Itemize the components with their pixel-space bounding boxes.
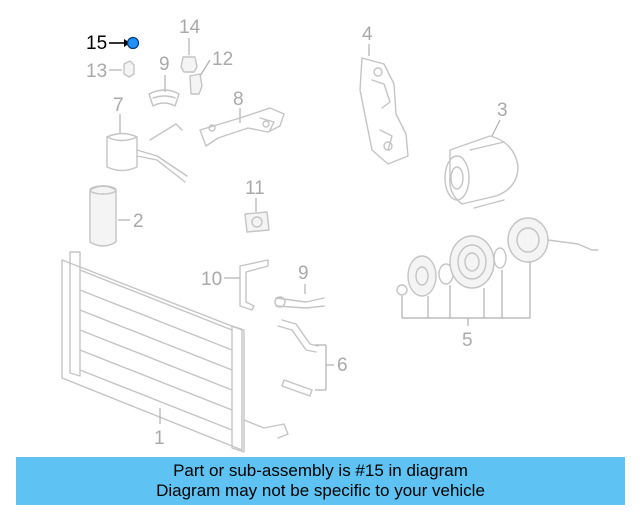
part-8-group: 8 (199, 89, 285, 147)
callout-14: 14 (179, 17, 201, 38)
part-7-group: 7 (106, 95, 188, 183)
callout-5: 5 (462, 330, 473, 351)
callout-8: 8 (233, 89, 244, 110)
callout-13: 13 (86, 61, 107, 82)
banner-line-1: Part or sub-assembly is #15 in diagram (173, 461, 468, 480)
callout-12: 12 (212, 49, 233, 70)
parts-diagram: 15 13 14 12 9 8 7 (61, 17, 599, 453)
callout-7: 7 (113, 95, 124, 116)
part-1-group: 1 (61, 251, 289, 453)
part-10-group: 10 (201, 259, 269, 311)
part-15-group[interactable]: 15 (86, 33, 140, 54)
callout-11: 11 (245, 178, 265, 199)
part-15-highlight[interactable] (126, 36, 140, 50)
part-3-group: 3 (444, 100, 519, 209)
part-5-group: 5 (396, 217, 599, 351)
callout-10: 10 (201, 269, 222, 290)
part-14-group: 14 (179, 17, 201, 73)
callout-9-lower: 9 (298, 263, 309, 284)
callout-2: 2 (133, 211, 144, 232)
part-2-group: 2 (89, 185, 144, 247)
part-4-group: 4 (359, 24, 409, 165)
part-13-group: 13 (86, 60, 135, 82)
info-banner: Part or sub-assembly is #15 in diagram D… (16, 457, 625, 505)
callout-15: 15 (86, 33, 107, 54)
part-11-group: 11 (244, 178, 270, 233)
callout-1: 1 (154, 428, 165, 449)
callout-3: 3 (497, 100, 508, 121)
callout-9-upper: 9 (159, 54, 170, 75)
part-9-upper-group: 9 (148, 54, 180, 107)
callout-4: 4 (362, 24, 373, 45)
banner-line-2: Diagram may not be specific to your vehi… (156, 481, 485, 500)
part-12-group: 12 (189, 49, 233, 95)
part-9-lower-group: 9 (274, 263, 325, 309)
callout-6: 6 (337, 355, 348, 376)
part-6-group: 6 (277, 319, 348, 397)
